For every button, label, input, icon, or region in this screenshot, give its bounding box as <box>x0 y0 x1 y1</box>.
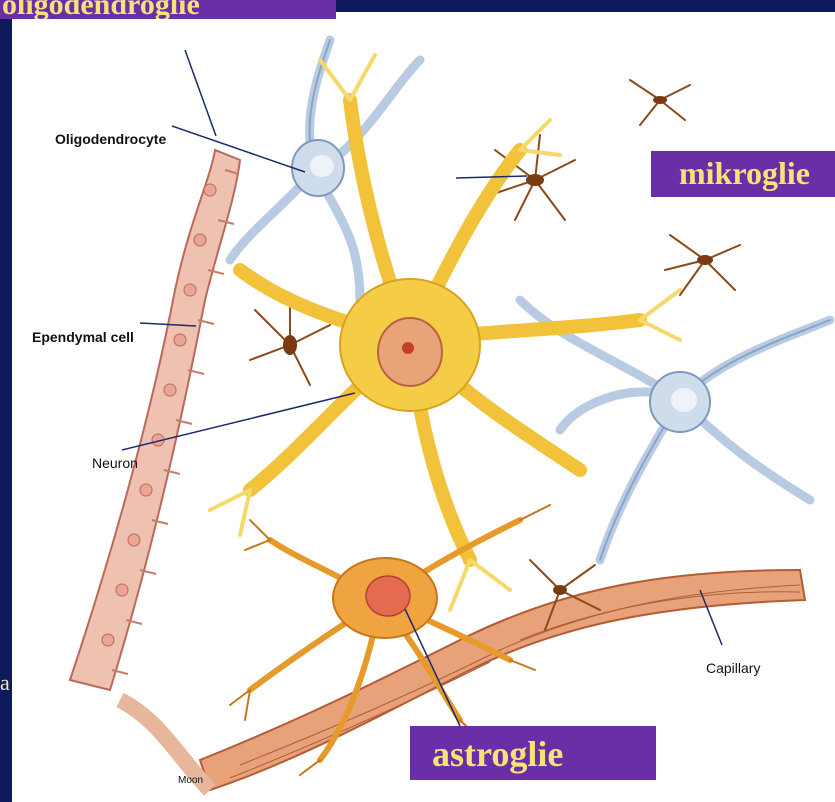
neuron-nucleolus <box>402 342 414 354</box>
tag-astroglie: astroglie <box>410 726 656 780</box>
oligodendrocyte-processes <box>230 40 830 560</box>
illustrator-credit: Moon <box>178 775 203 786</box>
oligodendrocyte-nucleus-top <box>310 155 334 177</box>
callout-capillary: Capillary <box>706 660 760 676</box>
illustration-panel: Oligodendrocyte Ependymal cell Neuron Ca… <box>12 12 835 802</box>
tag-mikroglie: mikroglie <box>651 151 835 197</box>
ependymal-column <box>70 150 240 690</box>
truncated-edge-text: a <box>0 672 12 694</box>
tag-oligodendroglie: oligodendroglie <box>0 0 336 19</box>
callout-neuron: Neuron <box>92 455 138 471</box>
callout-ependymal-cell: Ependymal cell <box>32 329 134 345</box>
callout-oligodendrocyte: Oligodendrocyte <box>55 131 166 147</box>
oligodendrocyte-nucleus-right <box>671 388 697 412</box>
astrocyte-nucleus <box>366 576 410 616</box>
